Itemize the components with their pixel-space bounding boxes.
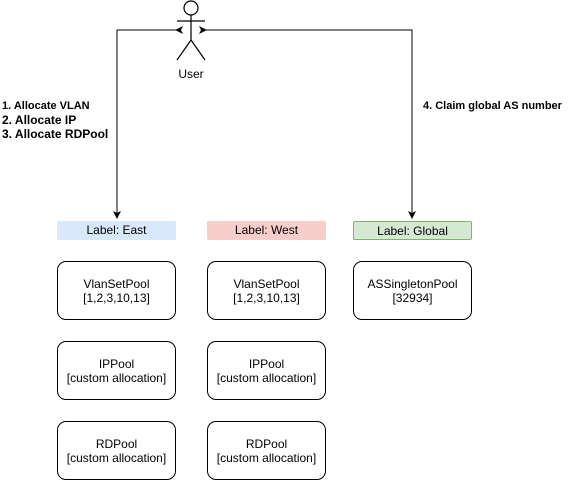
pool-detail: [1,2,3,10,13]	[233, 290, 300, 305]
step-allocate-vlan: 1. Allocate VLAN	[2, 100, 90, 112]
user-label: User	[178, 67, 204, 81]
pool-name: IPPool	[248, 356, 285, 371]
pool-detail: [custom allocation]	[216, 370, 317, 385]
east-vlansetpool: VlanSetPool [1,2,3,10,13]	[57, 261, 176, 320]
connector-user-global	[199, 26, 416, 219]
pool-detail: [custom allocation]	[66, 450, 167, 465]
pool-name: ASSingletonPool	[367, 276, 458, 291]
label-global: Label: Global	[353, 221, 472, 240]
left-steps: 1. Allocate VLAN 2. Allocate IP 3. Alloc…	[2, 100, 108, 141]
pool-detail: [custom allocation]	[216, 450, 317, 465]
east-rdpool: RDPool [custom allocation]	[57, 421, 176, 480]
west-ippool: IPPool [custom allocation]	[207, 341, 326, 400]
user-icon	[176, 0, 206, 61]
pool-detail: [1,2,3,10,13]	[83, 290, 150, 305]
connector-user-east	[113, 26, 183, 219]
east-ippool: IPPool [custom allocation]	[57, 341, 176, 400]
step-claim-as-number: 4. Claim global AS number	[423, 100, 562, 112]
pool-name: IPPool	[98, 356, 135, 371]
step-allocate-rdpool: 3. Allocate RDPool	[2, 127, 109, 141]
label-east: Label: East	[57, 221, 176, 240]
west-vlansetpool: VlanSetPool [1,2,3,10,13]	[207, 261, 326, 320]
global-assingletonpool: ASSingletonPool [32934]	[353, 261, 472, 320]
pool-name: RDPool	[95, 436, 138, 451]
pool-name: VlanSetPool	[233, 276, 300, 291]
west-rdpool: RDPool [custom allocation]	[207, 421, 326, 480]
pool-detail: [32934]	[392, 290, 433, 305]
pool-name: VlanSetPool	[83, 276, 150, 291]
label-west: Label: West	[207, 221, 326, 240]
pool-name: RDPool	[245, 436, 288, 451]
step-allocate-ip: 2. Allocate IP	[2, 113, 77, 127]
pool-detail: [custom allocation]	[66, 370, 167, 385]
